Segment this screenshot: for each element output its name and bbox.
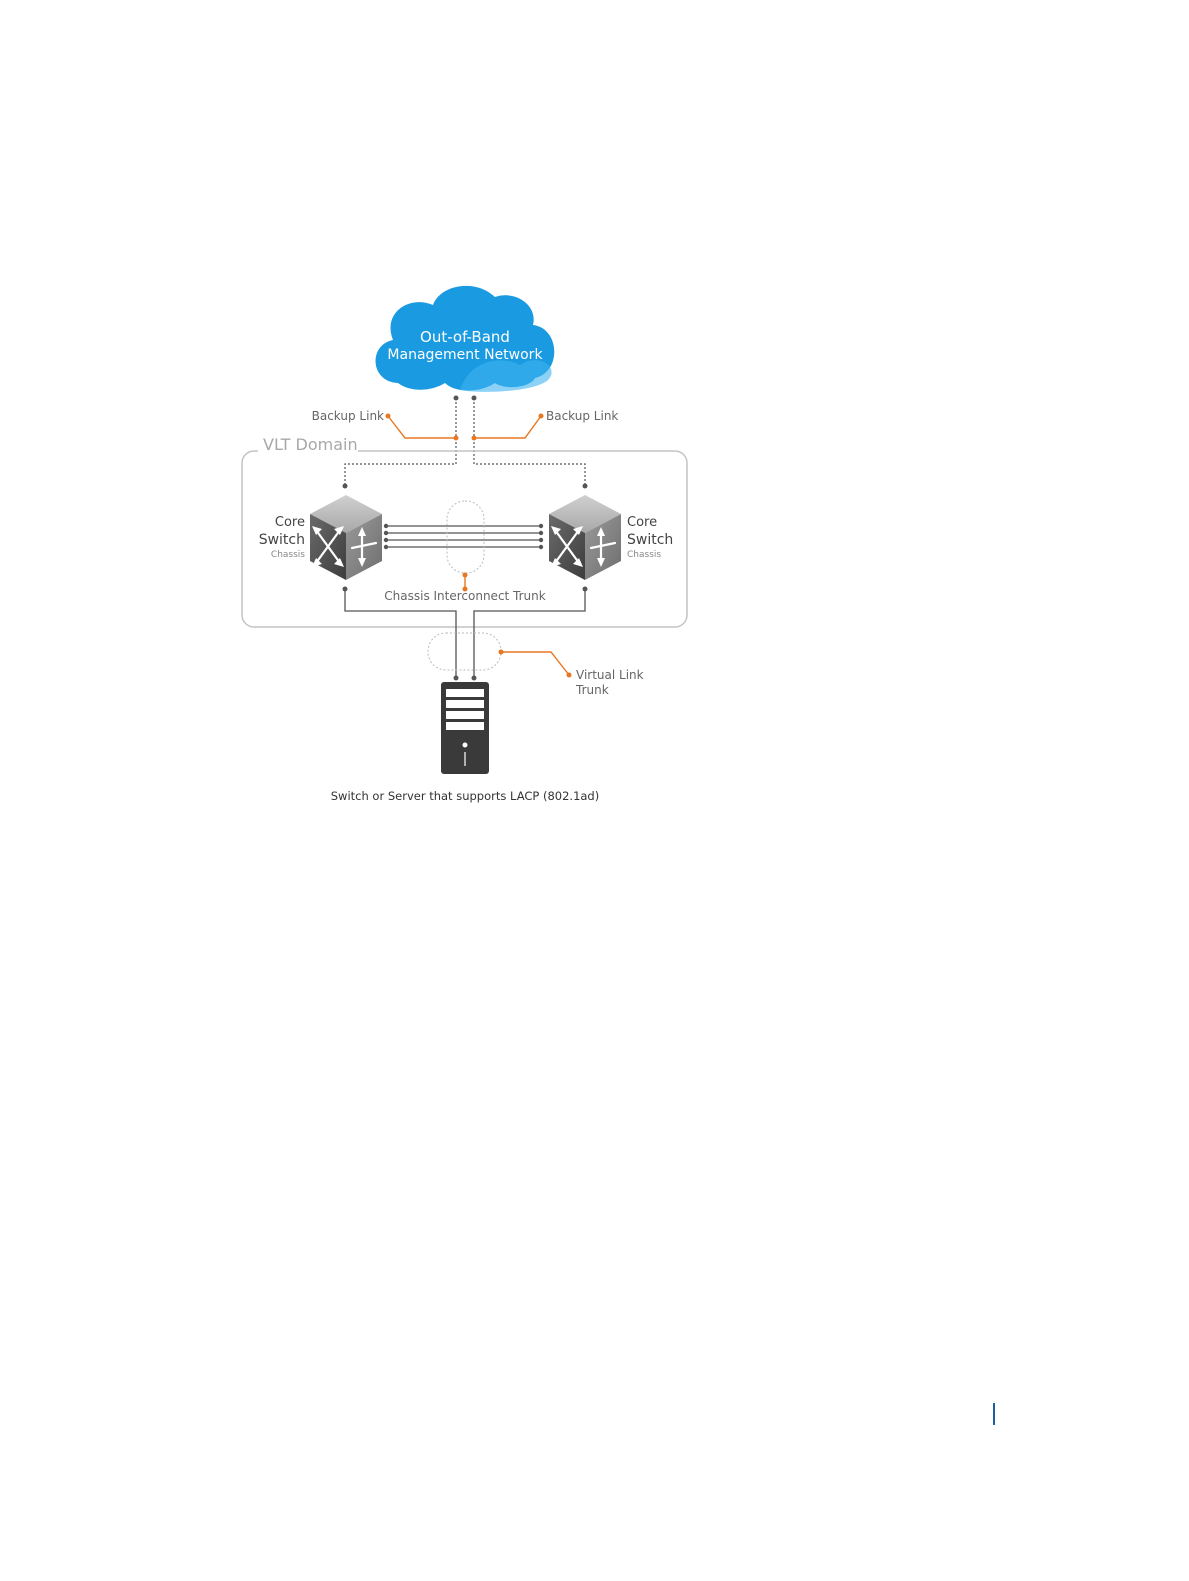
core-switch-left-line1: Core [275,515,305,530]
virtual-link-trunk-lag-ring [428,633,501,670]
callout-dot [499,650,504,655]
core-switch-right-line3: Chassis [627,550,661,560]
core-switch-right-line2: Switch [627,532,673,548]
link-end-dot [583,484,588,489]
backup-link-label-left: Backup Link [312,409,384,423]
cloud-title-line2: Management Network [387,347,543,363]
link-end-dot [583,587,588,592]
chassis-interconnect-lines [386,526,541,547]
callout-dot [472,436,477,441]
chassis-interconnect-trunk-label: Chassis Interconnect Trunk [384,589,546,603]
chassis-interconnect-lag-ring [447,501,484,573]
callout-dot [567,673,572,678]
link-end-dot [472,396,477,401]
link-end-dot [343,484,348,489]
page-marker-bar [993,1403,995,1425]
callout-dot [454,436,459,441]
callout-dot [463,573,468,578]
cloud-title-line1: Out-of-Band [420,328,510,346]
link-end-dot [454,396,459,401]
vlt-callout-line [501,652,569,675]
switch-cube-icon [310,495,382,580]
server-caption: Switch or Server that supports LACP (802… [331,789,599,803]
backup-link-callouts [388,416,541,438]
chassis-interconnect-dots [384,524,543,549]
callout-dot [386,414,391,419]
callout-dot [539,414,544,419]
switch-cube-icon [549,495,621,580]
core-switch-left-line2: Switch [259,532,305,548]
link-end-dot [343,587,348,592]
core-switch-left-line3: Chassis [271,550,305,560]
virtual-link-trunk-label-line1: Virtual Link [576,668,644,682]
virtual-link-trunk-label-line2: Trunk [575,683,609,697]
core-switch-right-line1: Core [627,515,657,530]
server-tower-icon [441,682,489,774]
backup-link-label-right: Backup Link [546,409,618,423]
link-end-dot [472,676,477,681]
vlt-domain-label: VLT Domain [263,435,358,454]
link-end-dot [454,676,459,681]
